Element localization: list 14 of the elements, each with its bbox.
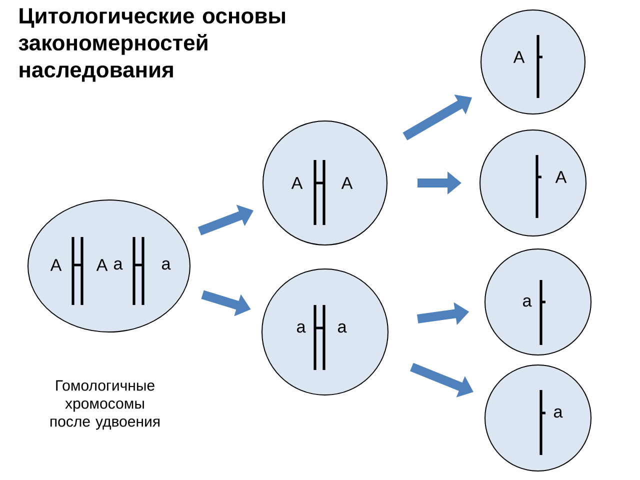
allele-label: A — [50, 259, 62, 271]
allele-label: a — [338, 323, 347, 333]
allele-label: a — [114, 260, 123, 270]
allele-label: a — [297, 323, 306, 333]
allele-label: a — [554, 408, 563, 418]
allele-label: a — [523, 297, 532, 307]
node-label: Гомологичные хромосомы после удвоения — [50, 380, 160, 430]
allele-label: A — [291, 177, 303, 189]
allele-label: a — [162, 260, 171, 270]
title: Цитологические основы закономерностей наследования — [18, 8, 285, 82]
allele-label: A — [555, 171, 567, 183]
allele-label: A — [513, 51, 525, 63]
allele-label: A — [96, 259, 108, 271]
allele-label: A — [341, 177, 353, 189]
